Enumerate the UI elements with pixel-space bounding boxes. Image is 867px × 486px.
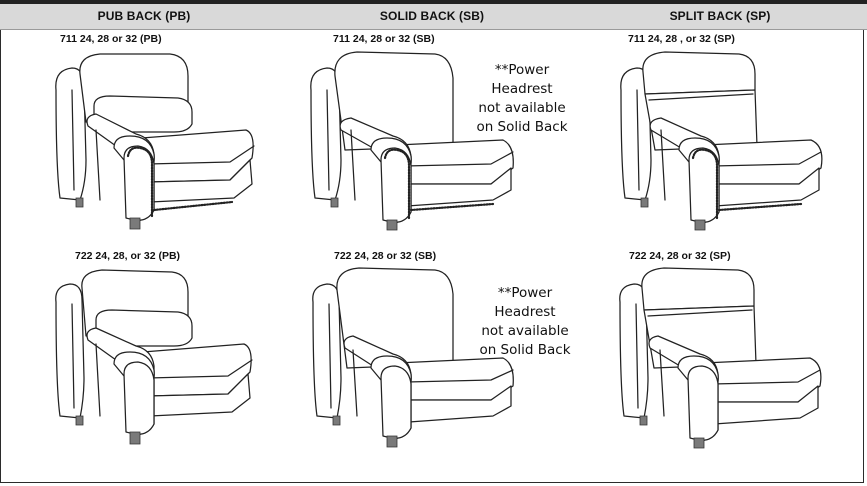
column-heading-pub-back: PUB BACK (PB) (97, 9, 191, 23)
model-label-711-pb: 711 24, 28 or 32 (PB) (60, 33, 162, 45)
power-headrest-note-top: **Power Headrest not available on Solid … (467, 61, 577, 137)
note-line: Headrest (491, 81, 553, 97)
solid-back-chair-icon (305, 268, 525, 448)
power-headrest-note-bottom: **Power Headrest not available on Solid … (470, 284, 580, 360)
header-rule (0, 0, 867, 4)
model-label-722-sp: 722 24, 28 or 32 (SP) (629, 250, 731, 262)
split-back-chair-icon (615, 50, 835, 230)
model-label-711-sp: 711 24, 28 , or 32 (SP) (628, 33, 735, 45)
note-line: **Power (494, 62, 550, 78)
model-label-722-sb: 722 24, 28 or 32 (SB) (334, 250, 437, 262)
note-line: **Power (497, 285, 553, 301)
column-header-row: PUB BACK (PB) SOLID BACK (SB) SPLIT BACK… (0, 0, 867, 30)
note-line: on Solid Back (479, 342, 571, 358)
pub-back-chair-icon (50, 50, 260, 230)
split-back-chair-icon (612, 268, 834, 448)
note-line: not available (481, 323, 569, 339)
column-heading-split-back: SPLIT BACK (SP) (669, 9, 771, 23)
model-label-722-pb: 722 24, 28, or 32 (PB) (75, 250, 181, 262)
solid-back-chair-icon (305, 50, 525, 230)
note-line: Headrest (494, 304, 556, 320)
note-line: not available (478, 100, 566, 116)
column-heading-solid-back: SOLID BACK (SB) (379, 9, 485, 23)
note-line: on Solid Back (476, 119, 568, 135)
pub-back-chair-icon (48, 268, 258, 448)
model-label-711-sb: 711 24, 28 or 32 (SB) (333, 33, 435, 45)
